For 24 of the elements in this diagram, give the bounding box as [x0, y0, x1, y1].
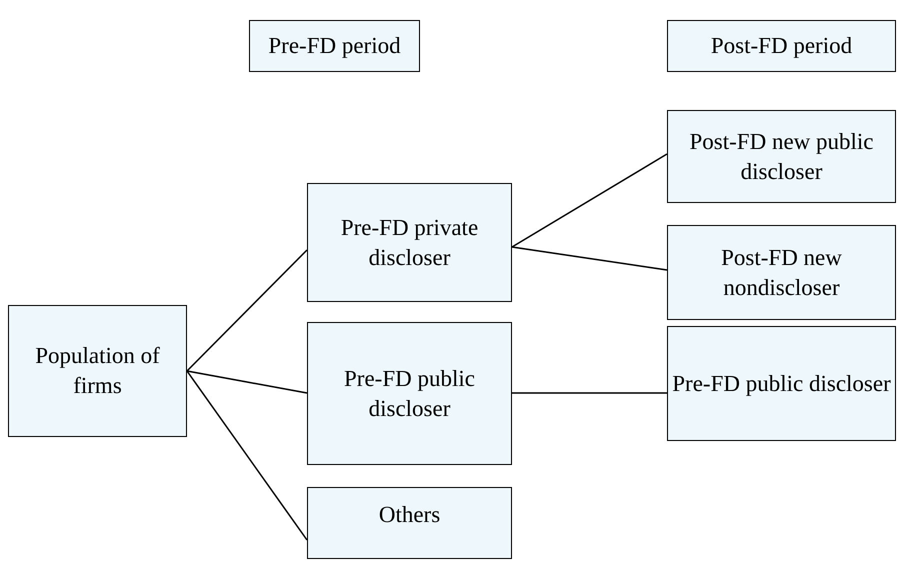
- box-label: Post-FD period: [710, 32, 852, 60]
- box-label: Post-FD new public discloser: [688, 128, 874, 186]
- process-box: [8, 305, 187, 437]
- connector-line: [186, 370, 308, 394]
- box-label: Population of firms: [34, 342, 161, 400]
- connector-line: [186, 249, 308, 372]
- process-box: [667, 20, 896, 72]
- process-box: [307, 322, 512, 465]
- connector-line: [512, 246, 668, 271]
- box-label: Post-FD new nondiscloser: [720, 244, 843, 302]
- connector-line: [512, 153, 668, 248]
- process-box: [667, 326, 896, 441]
- process-box: [307, 487, 512, 559]
- box-label: Others: [378, 501, 440, 529]
- box-label: Pre-FD public discloser: [343, 364, 476, 422]
- box-label: Pre-FD public discloser: [672, 370, 891, 398]
- process-box: [667, 225, 896, 320]
- process-box: [307, 183, 512, 302]
- connector-line: [186, 370, 308, 540]
- box-label: Pre-FD private discloser: [340, 214, 480, 272]
- box-label: Pre-FD period: [268, 32, 401, 60]
- process-box: [249, 20, 420, 72]
- process-box: [667, 110, 896, 203]
- connector-line: [512, 392, 667, 394]
